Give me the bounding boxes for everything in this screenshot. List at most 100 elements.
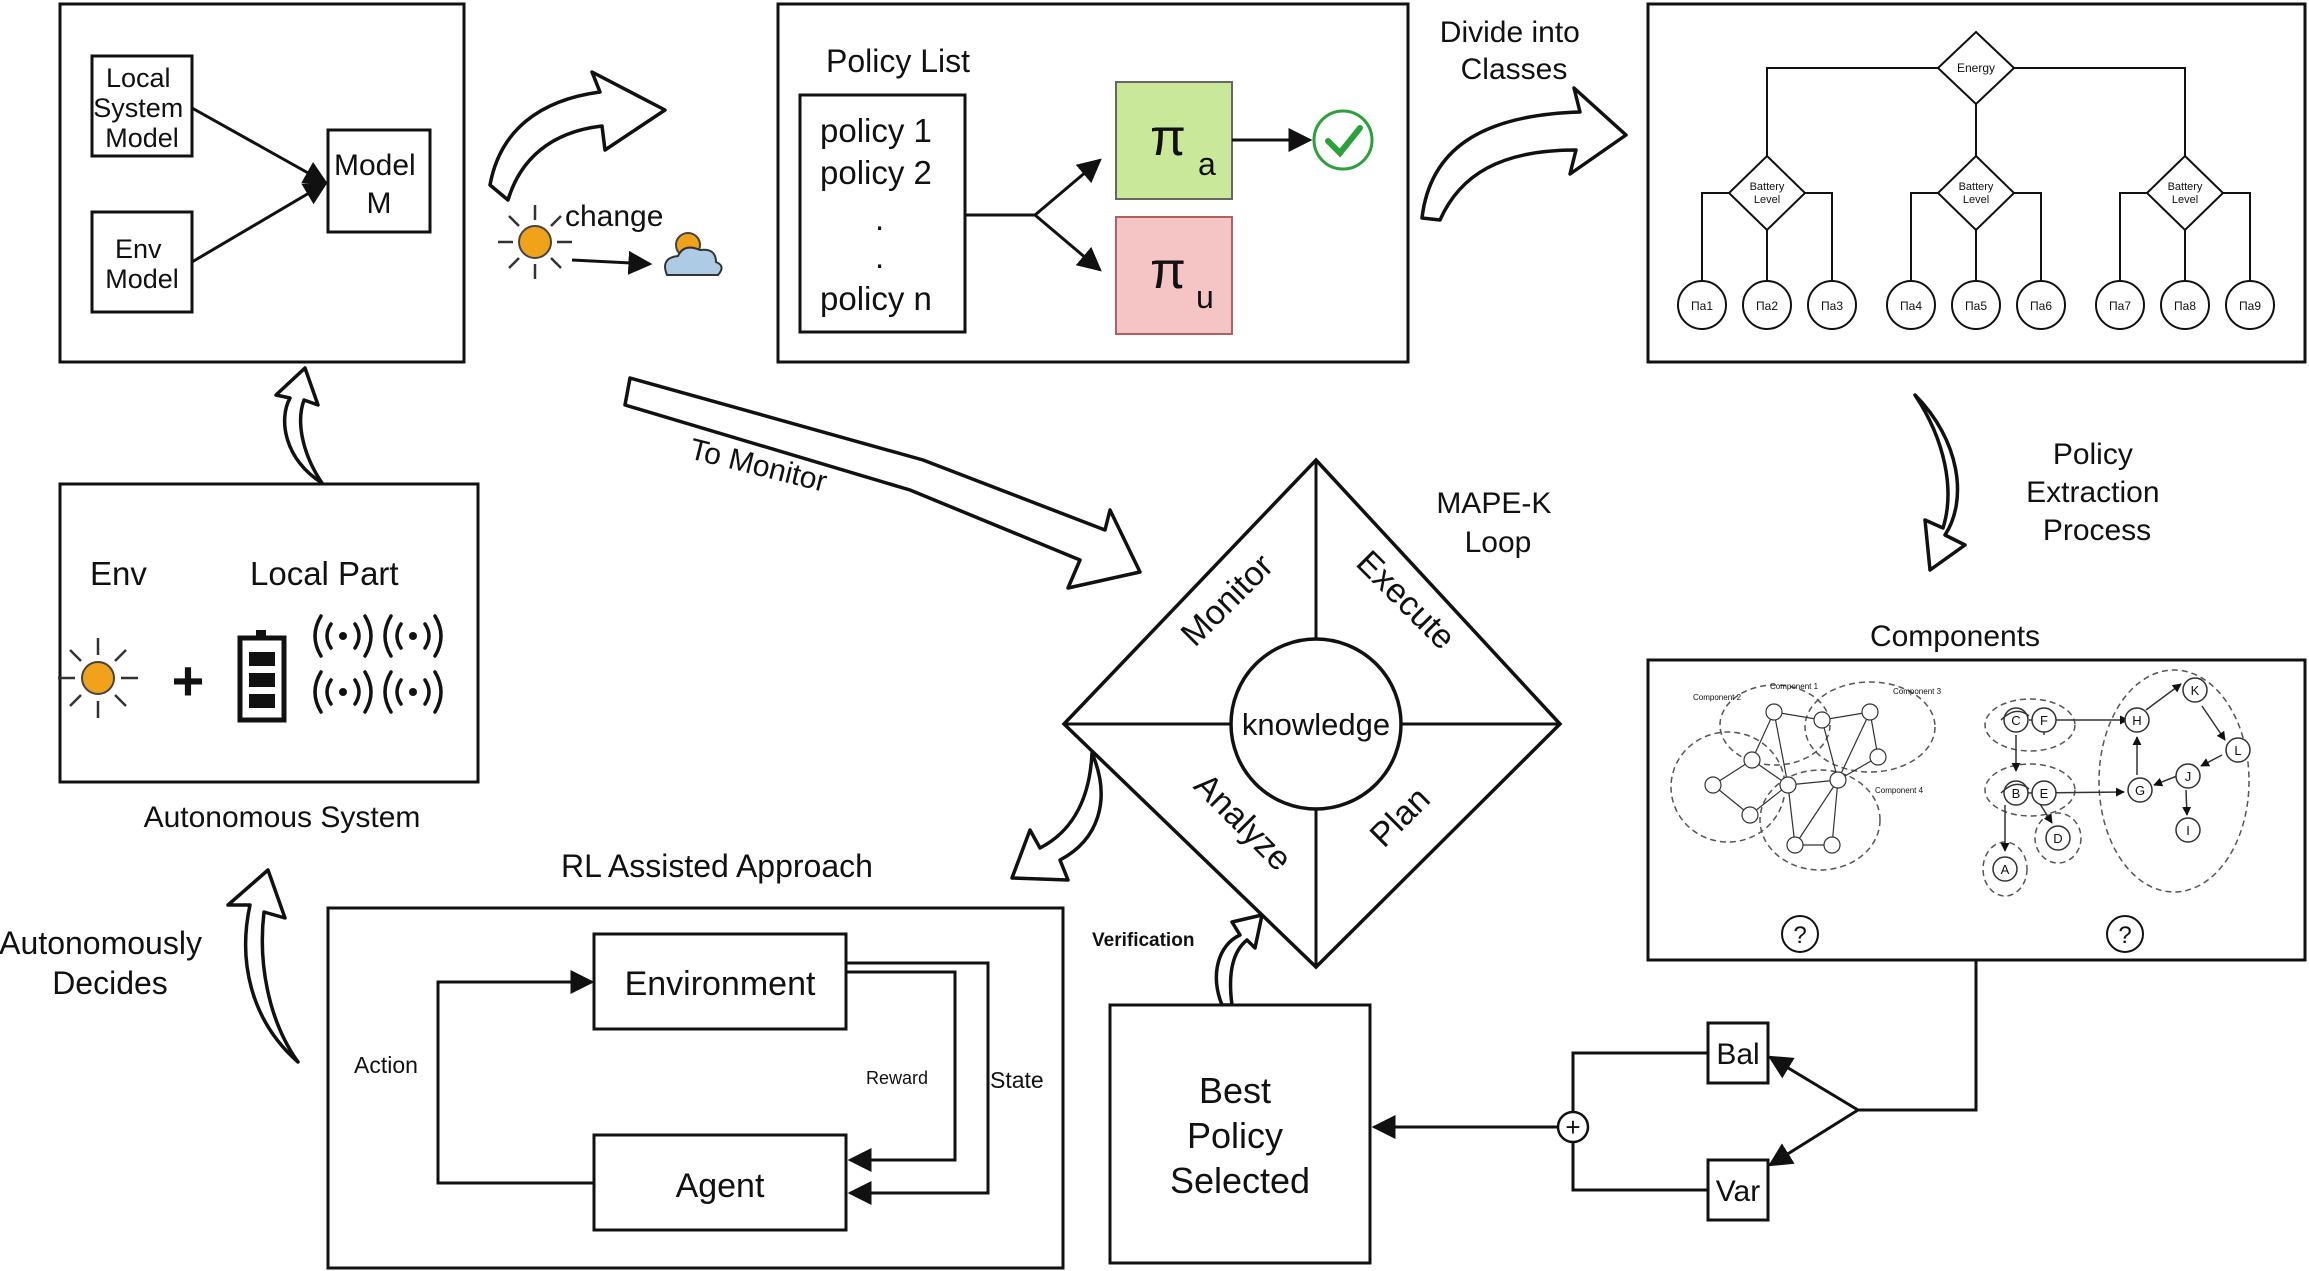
policy-leaf-node: Πa5 xyxy=(1951,280,2001,330)
checkmark-icon xyxy=(1312,109,1374,171)
state-label: State xyxy=(990,1067,1044,1093)
policy-list-panel: Policy List policy 1 policy 2 . . policy… xyxy=(776,2,1410,364)
svg-text:Component 4: Component 4 xyxy=(1875,786,1924,795)
graph-node: J xyxy=(2175,763,2201,789)
svg-text:change: change xyxy=(565,200,663,233)
svg-text:Πa6: Πa6 xyxy=(2030,299,2052,313)
env-label: Env xyxy=(90,555,147,592)
knowledge-label: knowledge xyxy=(1242,707,1390,742)
sun-icon xyxy=(498,205,572,279)
model-m-box xyxy=(326,128,432,234)
svg-text:L: L xyxy=(2234,743,2241,758)
svg-text:Component 2: Component 2 xyxy=(1693,693,1742,702)
components-panel: Components xyxy=(1646,620,2307,962)
wireless-signal-icon xyxy=(313,614,373,658)
pi-a-box xyxy=(1115,81,1233,200)
svg-text:Local System Model: Local System Model xyxy=(93,63,191,153)
graph-node: H xyxy=(2124,707,2150,733)
svg-text:Level: Level xyxy=(2172,194,2198,206)
graph-node: F xyxy=(2031,707,2057,733)
verification-label: Verification xyxy=(1092,930,1194,951)
svg-text:C: C xyxy=(2011,713,2020,728)
rl-title: RL Assisted Approach xyxy=(561,848,873,884)
policy-leaf-node: Πa9 xyxy=(2225,280,2275,330)
sun-icon xyxy=(58,638,138,718)
svg-text:J: J xyxy=(2185,769,2192,784)
wireless-signal-icon xyxy=(313,670,373,714)
left-component-graph: Component 2 Component 1 Component 3 Comp… xyxy=(1670,681,1942,871)
autonomous-system-panel: Env Local Part + Autonomous System xyxy=(58,482,480,834)
svg-text:Πa1: Πa1 xyxy=(1691,299,1713,313)
graph-node: K xyxy=(2182,677,2208,703)
graph-node: L xyxy=(2225,737,2251,763)
svg-text:Πa7: Πa7 xyxy=(2109,299,2131,313)
action-label: Action xyxy=(354,1052,418,1078)
graph-node: G xyxy=(2127,777,2153,803)
svg-text:Model M: Model M xyxy=(334,149,424,220)
autonomously-decides-label: Autonomously Decides xyxy=(0,925,211,1001)
plus-sign: + xyxy=(172,649,205,712)
svg-text:Πa3: Πa3 xyxy=(1821,299,1843,313)
question-mark-left: ? xyxy=(1793,922,1806,949)
svg-text:E: E xyxy=(2040,786,2049,801)
curved-arrow-verification xyxy=(1214,913,1264,1007)
mape-k-title: MAPE-K Loop xyxy=(1436,487,1559,559)
curved-arrow-up-to-autonomous xyxy=(226,868,300,1064)
partly-cloudy-icon xyxy=(664,232,723,276)
policy-leaf-node: Πa4 xyxy=(1886,280,1936,330)
svg-text:u: u xyxy=(1196,279,1214,315)
svg-text:Battery: Battery xyxy=(2168,181,2203,193)
graph-node: A xyxy=(1992,856,2018,882)
svg-text:Env Model: Env Model xyxy=(105,234,179,294)
local-part-label: Local Part xyxy=(250,555,399,592)
svg-text:Component 3: Component 3 xyxy=(1893,687,1942,696)
svg-text:Πa9: Πa9 xyxy=(2239,299,2261,313)
svg-text:I: I xyxy=(2186,823,2190,838)
svg-text:K: K xyxy=(2191,683,2200,698)
environment-box-label: Environment xyxy=(625,965,816,1003)
curved-arrow-extraction xyxy=(1913,393,1967,572)
graph-node: I xyxy=(2175,817,2201,843)
svg-text:policy 1 policy 2: policy 1 policy 2 . . policy n xyxy=(820,112,941,317)
svg-text:+: + xyxy=(1565,1112,1580,1142)
wireless-signal-icon xyxy=(383,614,443,658)
curved-arrow-to-policy xyxy=(488,70,667,202)
policy-leaf-node: Πa3 xyxy=(1807,280,1857,330)
svg-text:H: H xyxy=(2132,713,2141,728)
svg-text:G: G xyxy=(2135,783,2145,798)
autonomous-system-caption: Autonomous System xyxy=(144,801,421,834)
pi-u-box xyxy=(1115,216,1233,335)
svg-text:π: π xyxy=(1150,242,1186,300)
policy-extraction-label: Policy Extraction Process xyxy=(2026,438,2168,547)
curved-arrow-up-to-model xyxy=(274,366,324,485)
svg-text:A: A xyxy=(2001,862,2010,877)
knowledge-circle xyxy=(1229,637,1403,811)
svg-text:Bal: Bal xyxy=(1716,1038,1759,1071)
svg-text:Best Policy Select: Best Policy Selected xyxy=(1170,1070,1310,1201)
wireless-signal-icons xyxy=(313,614,443,714)
bal-var-combiner: Bal Var + xyxy=(1371,960,1978,1222)
svg-text:B: B xyxy=(2012,786,2021,801)
svg-text:Battery: Battery xyxy=(1959,181,1994,193)
svg-text:a: a xyxy=(1198,146,1216,182)
policy-leaf-node: Πa1 xyxy=(1677,280,1727,330)
svg-text:Energy: Energy xyxy=(1957,61,1995,75)
svg-text:Battery: Battery xyxy=(1750,181,1785,193)
svg-text:π: π xyxy=(1150,109,1186,167)
policy-leaf-node: Πa7 xyxy=(2095,280,2145,330)
svg-text:Πa8: Πa8 xyxy=(2174,299,2196,313)
svg-text:Πa4: Πa4 xyxy=(1900,299,1922,313)
policy-list-title: Policy List xyxy=(826,43,970,79)
policy-leaf-node: Πa6 xyxy=(2016,280,2066,330)
question-mark-right: ? xyxy=(2118,922,2131,949)
graph-node: D xyxy=(2045,825,2071,851)
wireless-signal-icon xyxy=(383,670,443,714)
graph-node: E xyxy=(2031,780,2057,806)
to-monitor-arrow xyxy=(623,376,1142,590)
curved-arrow-to-tree xyxy=(1420,86,1628,222)
curved-arrow-to-rl xyxy=(1010,751,1103,882)
